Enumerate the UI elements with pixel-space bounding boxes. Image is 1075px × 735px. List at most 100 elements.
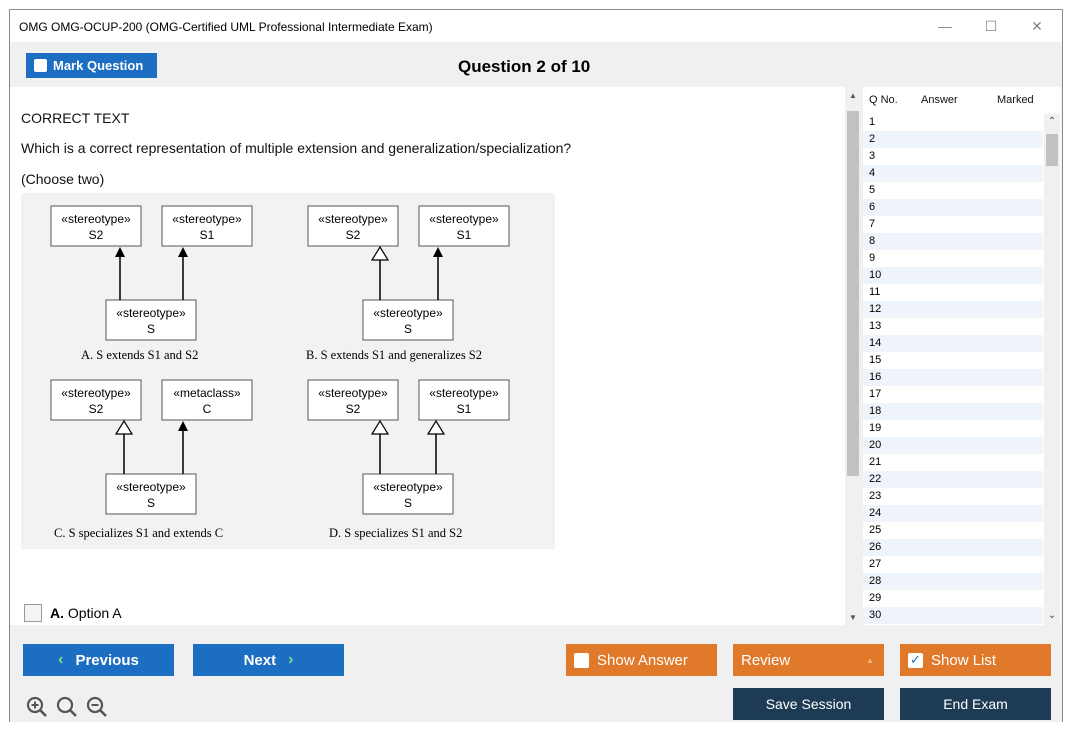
box-b-s1-stereo: «stereotype» [429,212,499,226]
content-scrollbar[interactable]: ▲ ▼ [845,87,861,625]
box-c-c-name: C [203,402,212,416]
question-list-row[interactable]: 1 [863,114,1043,131]
zoom-reset-icon[interactable] [56,696,78,718]
question-text: Which is a correct representation of mul… [21,140,572,156]
question-list-row[interactable]: 16 [863,369,1043,386]
question-list-row[interactable]: 5 [863,182,1043,199]
question-list-row[interactable]: 7 [863,216,1043,233]
diagram-a: «stereotype» S2 «stereotype» S1 «stereot… [50,205,253,362]
question-number: 30 [869,609,882,621]
box-c-s2-name: S2 [89,402,104,416]
show-answer-label: Show Answer [597,651,688,669]
question-list-row[interactable]: 13 [863,318,1043,335]
question-number: 23 [869,490,882,502]
chevron-right-icon: › [288,651,294,668]
show-list-checkbox-checked[interactable]: ✓ [908,652,923,668]
question-list-row[interactable]: 29 [863,590,1043,607]
show-answer-button[interactable]: Show Answer [566,644,717,676]
question-number: 22 [869,473,882,485]
question-list-row[interactable]: 24 [863,505,1043,522]
question-number: 9 [869,252,876,264]
question-list-row[interactable]: 30 [863,607,1043,624]
next-button[interactable]: Next › [193,644,344,676]
scroll-down-icon[interactable]: ▼ [849,613,857,622]
question-list-row[interactable]: 8 [863,233,1043,250]
question-list-row[interactable]: 28 [863,573,1043,590]
question-counter: Question 2 of 10 [458,57,591,76]
caption-c: C. S specializes S1 and extends C [54,526,223,540]
question-number: 11 [869,286,881,298]
list-scroll-down-icon[interactable]: ⌄ [1047,610,1057,621]
question-number: 17 [869,388,882,400]
question-list-row[interactable]: 4 [863,165,1043,182]
caption-a: A. S extends S1 and S2 [81,348,198,362]
option-a-letter: A. [50,605,64,621]
box-d-s-stereo: «stereotype» [373,480,443,494]
box-d-s1-name: S1 [457,402,472,416]
uml-diagram: «stereotype» S2 «stereotype» S1 «stereot… [21,193,555,549]
box-a-s-name: S [147,322,155,336]
question-list-row[interactable]: 25 [863,522,1043,539]
question-number: 13 [869,320,882,332]
option-a-row[interactable]: A. Option A [24,604,122,622]
question-list-row[interactable]: 19 [863,420,1043,437]
scroll-up-icon[interactable]: ▲ [849,91,857,100]
box-a-s1-name: S1 [200,228,215,242]
box-d-s2-name: S2 [346,402,361,416]
question-list-row[interactable]: 15 [863,352,1043,369]
question-list-row[interactable]: 3 [863,148,1043,165]
question-list-row[interactable]: 12 [863,301,1043,318]
zoom-in-icon[interactable] [26,696,48,718]
question-list-row[interactable]: 27 [863,556,1043,573]
option-a-checkbox[interactable] [24,604,42,622]
footer-bar: ‹ Previous Next › Show Answer Review ▲ ✓… [10,625,1062,722]
question-number: 29 [869,592,882,604]
previous-button[interactable]: ‹ Previous [23,644,174,676]
col-answer: Answer [921,94,958,106]
question-list-row[interactable]: 9 [863,250,1043,267]
end-exam-button[interactable]: End Exam [900,688,1051,720]
mark-question-button[interactable]: Mark Question [26,53,157,78]
content-scroll-thumb[interactable] [847,111,859,476]
list-scroll-thumb[interactable] [1046,134,1058,166]
box-c-s-stereo: «stereotype» [116,480,186,494]
question-list-row[interactable]: 6 [863,199,1043,216]
col-marked: Marked [997,94,1034,106]
question-list-row[interactable]: 22 [863,471,1043,488]
box-c-c-stereo: «metaclass» [173,386,241,400]
next-label: Next [243,651,277,669]
question-number: 25 [869,524,882,536]
question-list-row[interactable]: 17 [863,386,1043,403]
question-list-row[interactable]: 26 [863,539,1043,556]
show-list-button[interactable]: ✓ Show List [900,644,1051,676]
question-list-header: Q No. Answer Marked [863,87,1061,113]
box-b-s-stereo: «stereotype» [373,306,443,320]
option-a-text: Option A [67,605,122,621]
question-list-row[interactable]: 18 [863,403,1043,420]
minimize-icon[interactable]: — [938,18,952,34]
list-scroll-up-icon[interactable]: ⌃ [1047,116,1057,127]
box-d-s2-stereo: «stereotype» [318,386,388,400]
question-list-scrollbar[interactable]: ⌃ ⌄ [1044,114,1060,625]
box-c-s2-stereo: «stereotype» [61,386,131,400]
question-list-row[interactable]: 14 [863,335,1043,352]
question-instruction: (Choose two) [21,171,105,187]
question-number: 19 [869,422,882,434]
show-answer-checkbox[interactable] [574,652,589,668]
question-list-row[interactable]: 21 [863,454,1043,471]
review-button[interactable]: Review ▲ [733,644,884,676]
maximize-icon[interactable]: ☐ [984,17,998,34]
box-c-s-name: S [147,496,155,510]
zoom-out-icon[interactable] [86,696,108,718]
question-list-row[interactable]: 11 [863,284,1043,301]
box-d-s1-stereo: «stereotype» [429,386,499,400]
question-number: 8 [869,235,876,247]
close-icon[interactable]: ✕ [1031,17,1043,34]
question-list-row[interactable]: 10 [863,267,1043,284]
question-list-row[interactable]: 2 [863,131,1043,148]
question-list-row[interactable]: 23 [863,488,1043,505]
box-d-s-name: S [404,496,412,510]
caption-d: D. S specializes S1 and S2 [329,526,462,540]
save-session-button[interactable]: Save Session [733,688,884,720]
question-list-row[interactable]: 20 [863,437,1043,454]
